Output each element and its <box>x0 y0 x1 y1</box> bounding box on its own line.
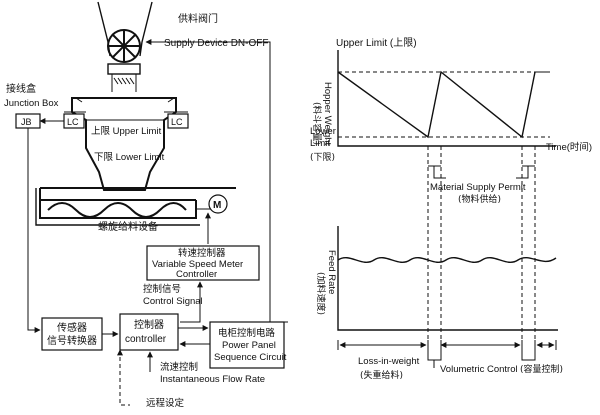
upper-limit-label: Upper Limit (上限) <box>336 37 417 49</box>
controller-en: controller <box>125 334 167 345</box>
hopper-upper-limit: 上限 Upper Limit <box>91 126 162 137</box>
sensor-cn-1: 传感器 <box>57 321 87 334</box>
hopper-weight-chart <box>337 50 556 147</box>
feed-rate-en: Feed Rate <box>326 250 337 294</box>
supply-valve-en: Supply Device DN-OFF <box>164 38 268 49</box>
jb-to-sensor-line <box>27 128 41 333</box>
lower-limit-cn: (下限) <box>310 152 335 163</box>
weight-axes <box>337 50 556 147</box>
load-cell-left-label: LC <box>67 117 79 127</box>
supply-permit-cn: (物料供给) <box>458 193 501 205</box>
vsm-en-1: Variable Speed Meter <box>152 259 243 270</box>
vsm-en-2: Controller <box>176 269 217 280</box>
control-signal-en: Control Signal <box>143 296 203 307</box>
control-signal-line <box>180 281 203 323</box>
hopper-lower-limit: 下限 Lower Limit <box>94 152 165 163</box>
vsm-cn: 转速控制器 <box>178 247 226 259</box>
feed-axes <box>337 226 558 331</box>
lower-limit-label-1: Lower <box>310 126 336 137</box>
motor-icon <box>208 194 228 214</box>
flow-rate-en: Instantaneous Flow Rate <box>160 374 265 385</box>
supply-chute <box>97 1 153 92</box>
feed-trace <box>337 257 557 263</box>
volumetric-en: Volumetric Control <box>440 364 518 375</box>
screw-feeder-cn: 螺旋给料设备 <box>98 220 158 233</box>
screw-feeder <box>35 187 236 226</box>
vsm-controller-box <box>146 245 260 281</box>
power-panel-box <box>209 321 285 369</box>
controller-box <box>119 313 179 351</box>
feed-rate-cn: (加料速度) <box>315 272 327 315</box>
junction-box-label: JB <box>21 117 32 127</box>
supply-valve-cn: 供料阀门 <box>178 12 218 25</box>
load-cell-right <box>167 113 189 129</box>
panel-cn: 电柜控制电路 <box>218 327 276 339</box>
supply-permit-en: Material Supply Permit <box>430 182 526 193</box>
hopper-weight-en: Hopper Weight <box>322 82 333 146</box>
remote-cn: 远程设定 <box>146 397 185 409</box>
permit-guide-lines <box>427 146 536 360</box>
loss-in-weight-cn: (失重给料) <box>360 369 403 381</box>
hopper-weight-cn: (料斗容量) <box>311 102 323 145</box>
loss-in-weight-en: Loss-in-weight <box>358 356 420 367</box>
time-axis-label: Time(时间) <box>546 141 592 153</box>
controller-cn: 控制器 <box>134 318 164 331</box>
panel-en-1: Power Panel <box>222 340 276 351</box>
motor-label: M <box>213 200 221 211</box>
sensor-cn-2: 信号转换器 <box>47 334 97 347</box>
flow-rate-cn: 流速控制 <box>160 361 198 373</box>
feed-rate-chart <box>337 226 558 331</box>
remote-setting-line <box>117 349 130 406</box>
lower-limit-label-2: Limit <box>310 138 330 149</box>
panel-en-2: Sequence Circuit <box>214 352 287 363</box>
junction-box-cn: 接线盒 <box>6 82 36 95</box>
load-cell-right-label: LC <box>171 117 183 127</box>
control-signal-cn: 控制信号 <box>143 283 181 295</box>
volumetric-cn: (容量控制) <box>520 363 563 375</box>
junction-box-en: Junction Box <box>4 98 59 109</box>
hopper <box>64 97 188 191</box>
weight-trace <box>337 70 536 139</box>
